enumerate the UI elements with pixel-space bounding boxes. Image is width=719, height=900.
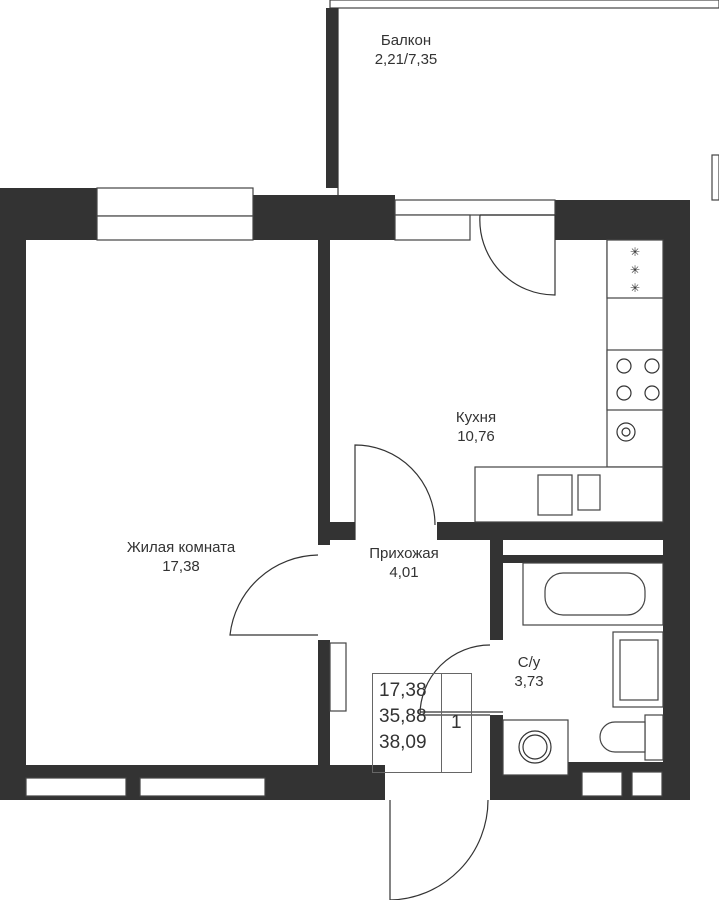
balcony-frame — [326, 0, 719, 201]
kitchen-fixtures: ✳ ✳ ✳ — [474, 239, 664, 523]
balcony-label: Балкон 2,21/7,35 — [374, 32, 438, 68]
windows — [25, 187, 663, 797]
svg-text:✳: ✳ — [630, 281, 640, 295]
rooms-count: 1 — [451, 712, 462, 733]
area-summary-table: 17,38 35,88 38,09 1 — [372, 673, 472, 773]
bathroom-fixtures — [502, 562, 664, 776]
living-room-label: Жилая комната 17,38 — [126, 539, 236, 575]
hall-label: Прихожая 4,01 — [369, 545, 439, 581]
svg-text:✳: ✳ — [630, 263, 640, 277]
bathroom-label: С/у 3,73 — [514, 654, 544, 690]
kitchen-label: Кухня 10,76 — [455, 409, 497, 445]
doors — [229, 214, 556, 900]
area-values: 17,38 35,88 38,09 — [373, 674, 442, 772]
svg-text:✳: ✳ — [630, 245, 640, 259]
